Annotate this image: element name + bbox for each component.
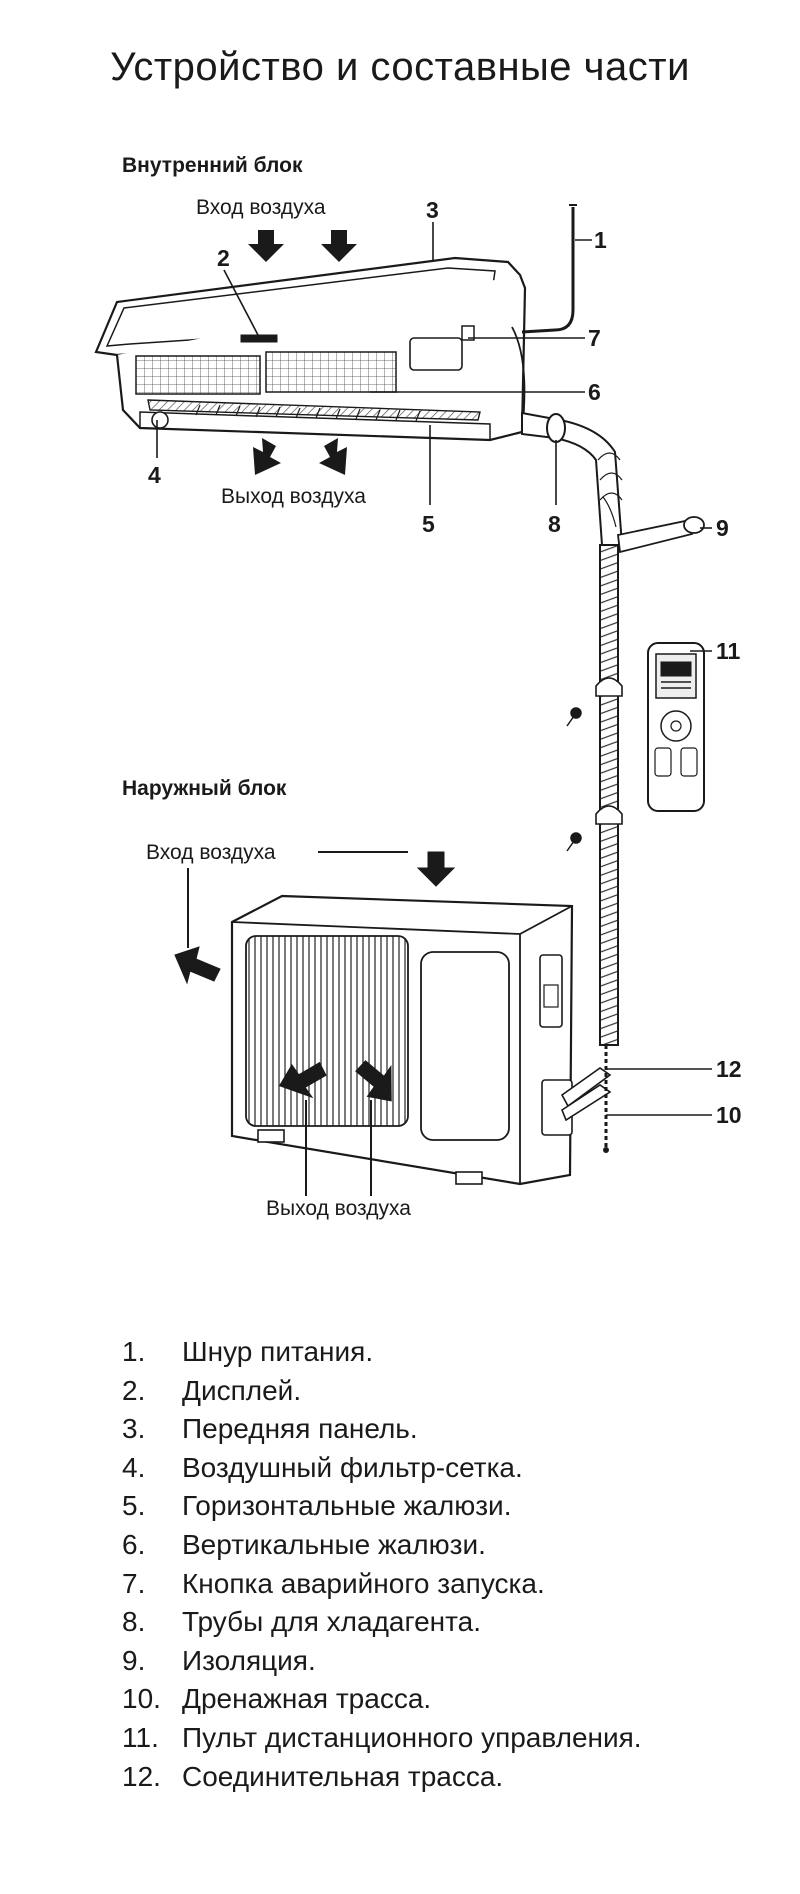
callout-7: 7 <box>588 325 601 351</box>
legend-text: Дренажная трасса. <box>182 1683 432 1715</box>
legend-text: Соединительная трасса. <box>182 1760 504 1792</box>
wall-screws <box>566 707 582 852</box>
legend-num: 1. <box>122 1336 146 1367</box>
legend-item: 8. Трубы для хладагента. <box>122 1603 642 1642</box>
power-cord <box>521 207 575 334</box>
legend-item: 4. Воздушный фильтр-сетка. <box>122 1449 642 1488</box>
legend-num: 12. <box>122 1760 161 1792</box>
legend-text: Дисплей. <box>182 1374 302 1406</box>
legend-num: 5. <box>122 1490 146 1522</box>
legend-item: 5. Горизонтальные жалюзи. <box>122 1487 642 1526</box>
callout-12: 12 <box>716 1056 742 1082</box>
legend-text: Шнур питания. <box>182 1336 374 1367</box>
callout-10: 10 <box>716 1102 742 1128</box>
callout-leaders <box>156 222 712 1116</box>
indoor-unit <box>94 256 527 442</box>
legend-text: Кнопка аварийного запуска. <box>182 1567 545 1599</box>
legend-item: 1. Шнур питания. <box>122 1333 642 1372</box>
legend-num: 9. <box>122 1644 146 1676</box>
legend-text: Горизонтальные жалюзи. <box>182 1490 512 1522</box>
outdoor-air-out-label: Выход воздуха <box>266 1197 411 1220</box>
legend-num: 11. <box>122 1721 159 1753</box>
callout-5: 5 <box>422 511 435 537</box>
legend-text: Вертикальные жалюзи. <box>182 1528 486 1560</box>
legend-num: 2. <box>122 1374 146 1406</box>
indoor-air-out-label: Выход воздуха <box>221 485 366 508</box>
legend-num: 10. <box>122 1683 161 1715</box>
legend-text: Воздушный фильтр-сетка. <box>182 1451 523 1483</box>
legend-item: 9. Изоляция. <box>122 1642 642 1681</box>
legend-item: 12. Соединительная трасса. <box>122 1758 642 1797</box>
air-conditioner-diagram: Внутренний блок Вход воздуха Выход возду… <box>94 154 742 1220</box>
legend-text: Трубы для хладагента. <box>182 1606 481 1638</box>
indoor-air-out-arrows <box>253 438 347 475</box>
refrigerant-pipe-bundle <box>521 411 705 1046</box>
legend-num: 7. <box>122 1567 146 1599</box>
outdoor-unit-label: Наружный блок <box>122 777 287 800</box>
parts-legend: 1. Шнур питания. 2. Дисплей. 3. Передняя па… <box>122 1333 642 1796</box>
outdoor-air-in-label: Вход воздуха <box>146 841 276 864</box>
legend-num: 4. <box>122 1451 146 1483</box>
indoor-air-in-label: Вход воздуха <box>196 196 326 219</box>
legend-item: 3. Передняя панель. <box>122 1410 642 1449</box>
legend-num: 6. <box>122 1528 146 1560</box>
legend-item: 6. Вертикальные жалюзи. <box>122 1526 642 1565</box>
legend-text: Изоляция. <box>182 1644 316 1676</box>
legend-text: Передняя панель. <box>182 1413 418 1445</box>
indoor-unit-label: Внутренний блок <box>122 154 303 177</box>
legend-text: Пульт дистанционного управления. <box>182 1721 642 1753</box>
callout-3: 3 <box>426 197 439 223</box>
remote-control <box>647 642 705 812</box>
legend-item: 7. Кнопка аварийного запуска. <box>122 1565 642 1604</box>
legend-item: 2. Дисплей. <box>122 1372 642 1411</box>
outdoor-air-arrows <box>174 851 456 1196</box>
outdoor-unit <box>230 894 612 1186</box>
legend-num: 8. <box>122 1606 146 1638</box>
indoor-air-in-arrows <box>248 230 357 262</box>
callout-4: 4 <box>148 462 161 488</box>
callout-11: 11 <box>716 638 741 664</box>
page-title: Устройство и составные части <box>110 44 690 89</box>
callout-1: 1 <box>594 227 607 253</box>
legend-item: 10. Дренажная трасса. <box>122 1680 642 1719</box>
legend-num: 3. <box>122 1413 146 1445</box>
callout-6: 6 <box>588 379 601 405</box>
callout-2: 2 <box>217 245 230 271</box>
legend-item: 11. Пульт дистанционного управления. <box>122 1719 642 1758</box>
callout-9: 9 <box>716 515 729 541</box>
callout-8: 8 <box>548 511 561 537</box>
